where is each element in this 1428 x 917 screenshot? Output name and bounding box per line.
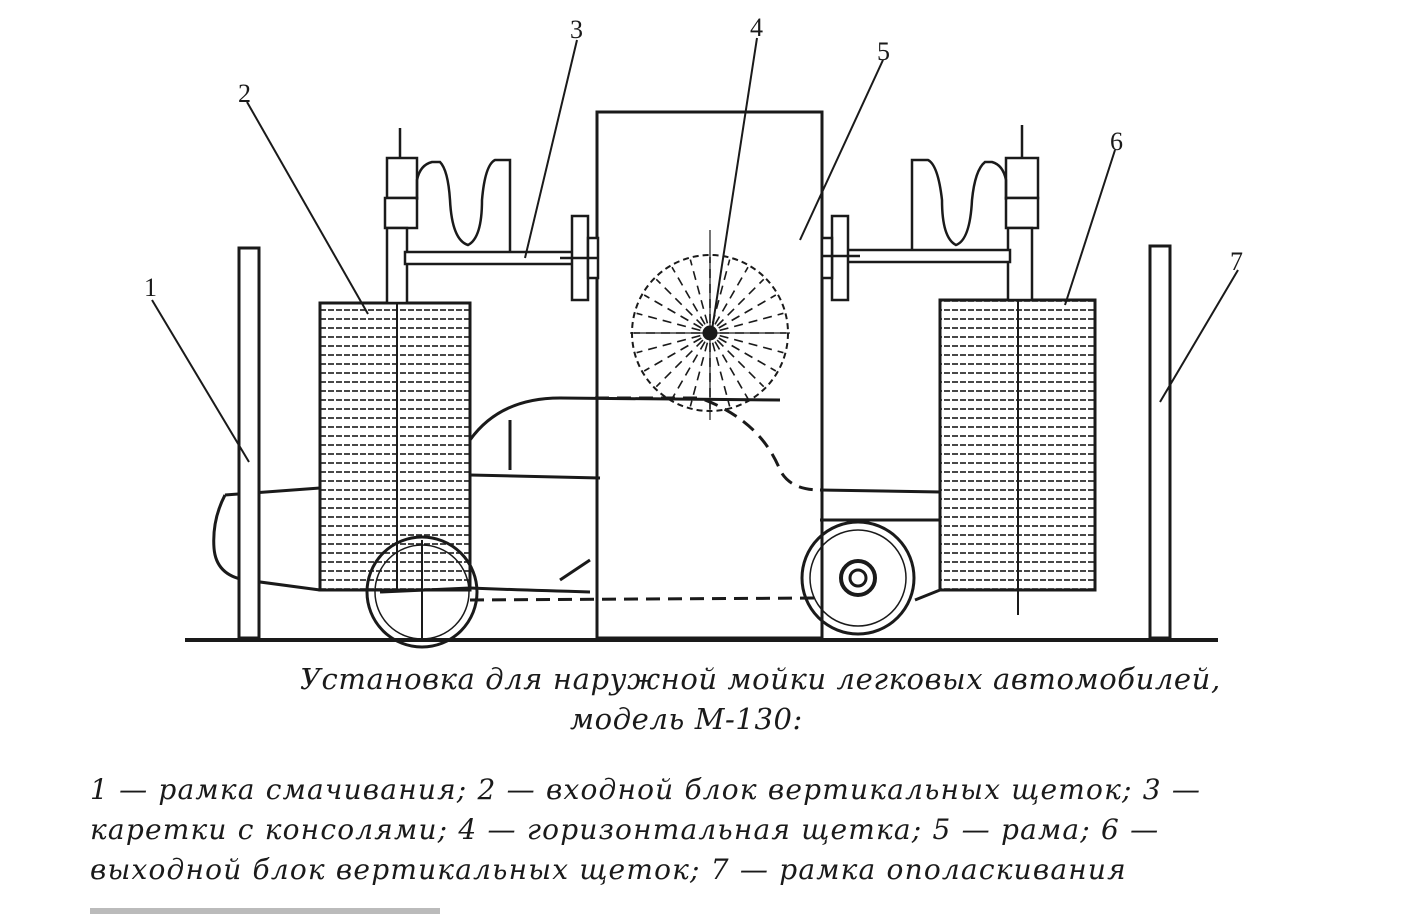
brush-bristle [636, 312, 701, 332]
car-outline [212, 396, 942, 602]
callout-6: 6 [1110, 127, 1123, 156]
cut-off-text-strip [90, 908, 440, 914]
brush-bristle [714, 266, 749, 325]
callout-1: 1 [144, 273, 157, 302]
leader-lines [151, 37, 1239, 463]
brush-bristle [671, 341, 706, 400]
brush-bristle [718, 337, 777, 372]
legend-line: выходной блок вертикальных щеток; 7 — ра… [90, 853, 1127, 886]
callout-2: 2 [238, 79, 251, 108]
brush-bristle [643, 337, 702, 372]
right-carriage [820, 125, 1040, 302]
caption-model: модель М-130: [570, 702, 803, 736]
brush-bristle [714, 341, 749, 400]
entry-brush-block [318, 300, 472, 640]
brush-bristle [716, 278, 765, 327]
horizontal-brush [630, 230, 790, 420]
front-wheel [800, 520, 916, 636]
main-frame [595, 110, 824, 640]
car-wash-diagram: 1 2 3 4 5 6 7 [144, 13, 1243, 649]
rinsing-frame [1148, 244, 1172, 640]
brush-bristle [655, 339, 704, 388]
brush-bristle [636, 334, 701, 354]
left-carriage [383, 128, 600, 305]
legend-line: 1 — рамка смачивания; 2 — входной блок в… [90, 773, 1202, 806]
brush-bristle [711, 342, 731, 407]
legend-line: каретки с консолями; 4 — горизонтальная … [90, 813, 1160, 846]
brush-bristle [716, 339, 765, 388]
brush-bristle [689, 259, 709, 324]
brush-bristle [719, 334, 784, 354]
brush-bristle [655, 278, 704, 327]
brush-bristle [711, 259, 731, 324]
brush-bristle [719, 312, 784, 332]
brush-bristle [689, 342, 709, 407]
callout-3: 3 [570, 15, 583, 44]
exit-brush-block [938, 298, 1097, 615]
callout-4: 4 [750, 13, 763, 42]
brush-bristle [718, 294, 777, 329]
wetting-frame [237, 246, 261, 640]
callout-5: 5 [877, 37, 890, 66]
caption-title: Установка для наружной мойки легковых ав… [300, 662, 1221, 696]
callout-7: 7 [1230, 247, 1243, 276]
legend: 1 — рамка смачивания; 2 — входной блок в… [90, 770, 1290, 890]
brush-bristle [643, 294, 702, 329]
brush-bristle [671, 266, 706, 325]
